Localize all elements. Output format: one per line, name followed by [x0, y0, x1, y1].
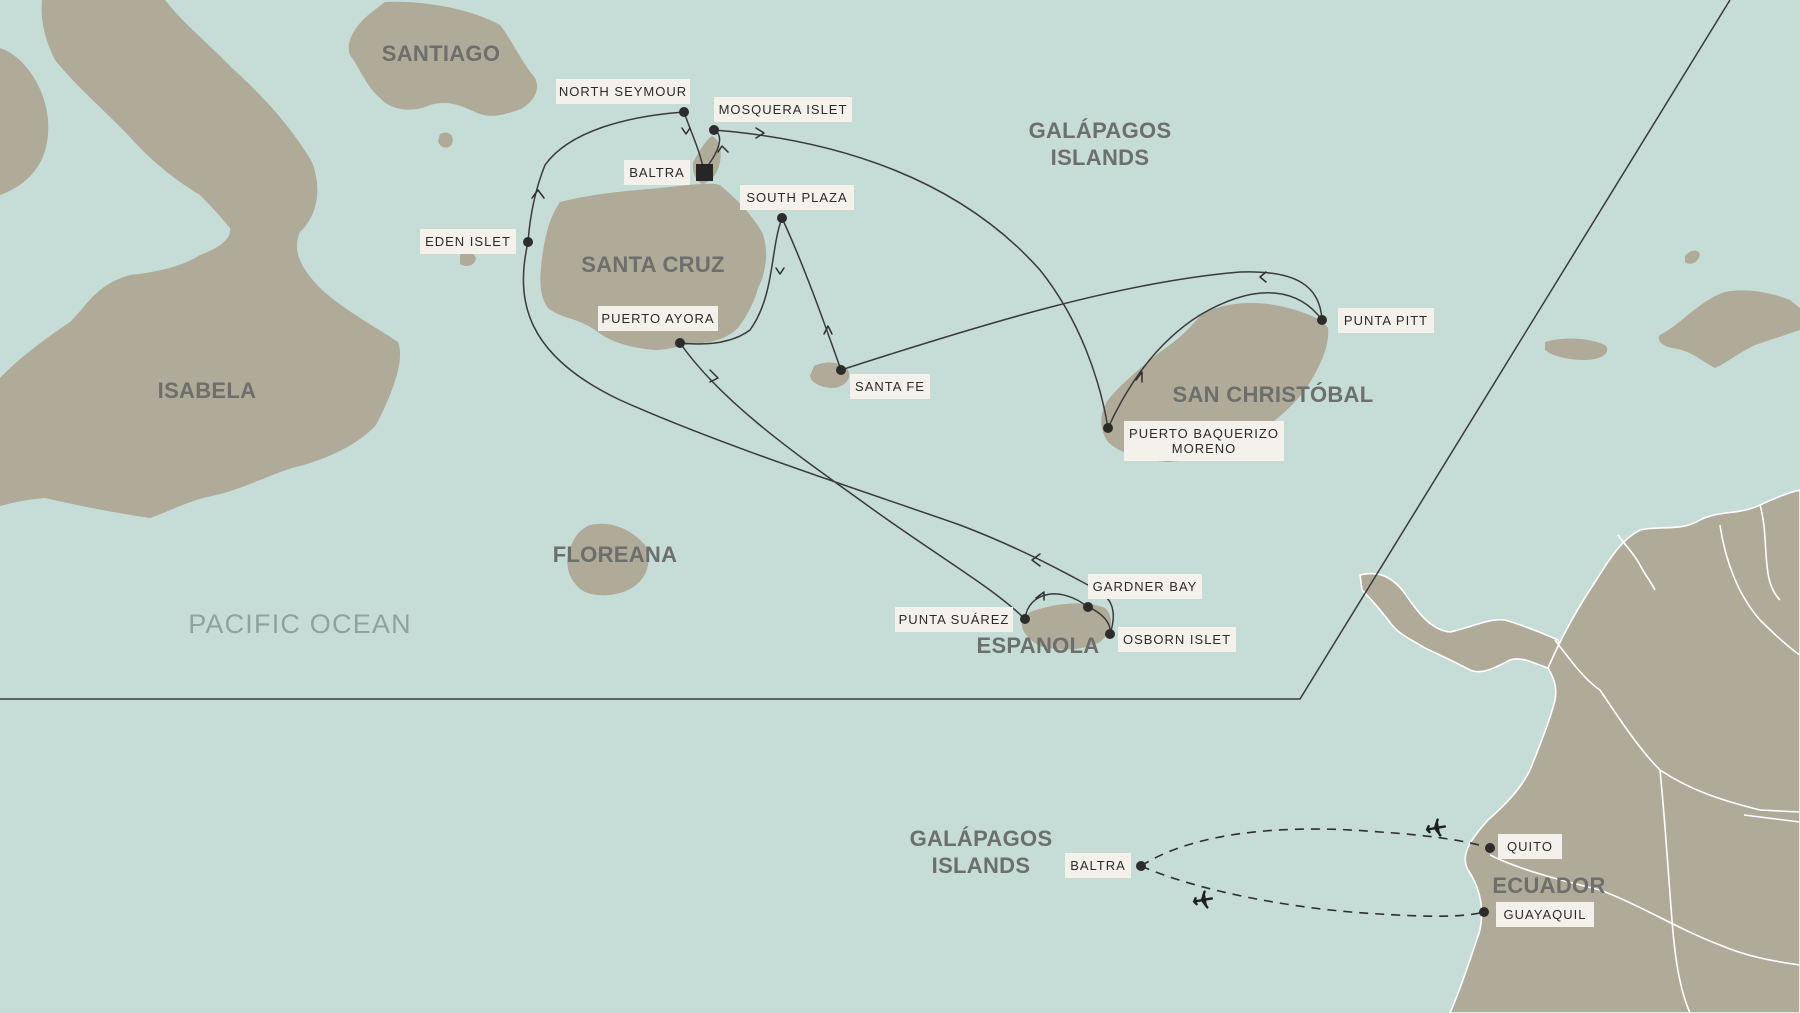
route-arrow	[1031, 553, 1041, 567]
islet-caribbean-2	[1700, 307, 1714, 317]
label-eden-islet: EDEN ISLET	[420, 229, 516, 254]
svg-text:MORENO: MORENO	[1172, 441, 1237, 456]
dot-south-plaza	[777, 213, 787, 223]
dot-baltra-inset	[1136, 861, 1146, 871]
island-isabela	[0, 0, 401, 518]
route-arrow	[755, 127, 765, 139]
name-layer: ISABELA SANTIAGO SANTA CRUZ FLOREANA SAN…	[158, 41, 1606, 898]
dot-santa-fe	[836, 365, 846, 375]
island-name-espanola: ESPANOLA	[976, 633, 1099, 658]
country-name-ecuador: ECUADOR	[1492, 873, 1605, 898]
dot-puerto-baquerizo-moreno	[1103, 423, 1113, 433]
svg-text:BALTRA: BALTRA	[629, 165, 685, 180]
border-line	[1719, 524, 1800, 656]
airplane-icon	[1425, 818, 1447, 837]
islet-small-santiago	[438, 132, 453, 148]
dot-punta-suarez	[1020, 614, 1030, 624]
border-line	[1617, 534, 1656, 591]
square-marker-icon	[696, 164, 713, 181]
border-line	[1759, 809, 1800, 813]
dot-quito	[1485, 843, 1495, 853]
dot-puerto-ayora	[675, 338, 685, 348]
region-name-bottom-line2: ISLANDS	[932, 853, 1031, 878]
land-south-america	[1449, 489, 1800, 1013]
route-arrow	[681, 127, 691, 135]
route-arrow	[1259, 271, 1267, 283]
label-baltra: BALTRA	[624, 160, 690, 185]
island-name-san-cristobal: SAN CHRISTÓBAL	[1173, 382, 1374, 407]
island-hispaniola	[1658, 290, 1800, 368]
route-arrow	[717, 145, 729, 153]
label-baltra-inset: BALTRA	[1065, 853, 1131, 878]
svg-text:QUITO: QUITO	[1507, 839, 1553, 854]
label-quito: QUITO	[1498, 834, 1562, 859]
dot-osborn-islet	[1105, 629, 1115, 639]
dot-eden-islet	[523, 237, 533, 247]
label-guayaquil: GUAYAQUIL	[1496, 902, 1594, 927]
island-fernandina	[0, 48, 49, 195]
island-espanola	[1021, 603, 1112, 650]
ocean-name: PACIFIC OCEAN	[188, 609, 412, 639]
svg-text:PUERTO AYORA: PUERTO AYORA	[601, 311, 714, 326]
svg-text:SOUTH PLAZA: SOUTH PLAZA	[746, 190, 847, 205]
svg-text:PUNTA SUÁREZ: PUNTA SUÁREZ	[899, 612, 1010, 627]
svg-text:OSBORN ISLET: OSBORN ISLET	[1123, 632, 1231, 647]
island-name-santiago: SANTIAGO	[382, 41, 501, 66]
svg-text:GUAYAQUIL: GUAYAQUIL	[1504, 907, 1587, 922]
label-mosquera-islet: MOSQUERA ISLET	[714, 97, 852, 122]
border-line	[1759, 504, 1781, 601]
label-puerto-ayora: PUERTO AYORA	[598, 306, 718, 331]
route-arrow	[775, 267, 785, 275]
island-floreana	[567, 523, 649, 596]
dot-punta-pitt	[1317, 315, 1327, 325]
island-name-santa-cruz: SANTA CRUZ	[581, 252, 725, 277]
label-osborn-islet: OSBORN ISLET	[1118, 627, 1236, 652]
region-name-top-line1: GALÁPAGOS	[1029, 118, 1172, 143]
svg-text:BALTRA: BALTRA	[1070, 858, 1126, 873]
island-name-isabela: ISABELA	[158, 378, 257, 403]
inset-divider	[0, 0, 1731, 700]
land-central-america	[1359, 572, 1562, 673]
island-name-floreana: FLOREANA	[553, 542, 678, 567]
label-punta-suarez: PUNTA SUÁREZ	[895, 607, 1013, 632]
label-south-plaza: SOUTH PLAZA	[740, 185, 854, 210]
route-arrow	[531, 189, 545, 199]
islet-eden	[460, 252, 476, 266]
border-line	[1659, 769, 1691, 1013]
island-jamaica	[1545, 338, 1608, 360]
route-arrow	[1135, 371, 1143, 383]
points-layer	[523, 107, 1495, 917]
region-name-bottom-line1: GALÁPAGOS	[910, 826, 1053, 851]
dot-mosquera-islet	[709, 125, 719, 135]
label-puerto-baquerizo-moreno: PUERTO BAQUERIZO MORENO	[1124, 421, 1284, 461]
islet-caribbean-1	[1685, 250, 1700, 264]
airplane-icon	[1192, 890, 1214, 909]
border-line	[1743, 814, 1800, 823]
svg-text:GARDNER BAY: GARDNER BAY	[1093, 579, 1198, 594]
route-arrow	[823, 325, 833, 335]
label-north-seymour: NORTH SEYMOUR	[556, 79, 690, 104]
svg-text:MOSQUERA ISLET: MOSQUERA ISLET	[719, 102, 848, 117]
border-line	[1554, 639, 1601, 691]
svg-text:SANTA FE: SANTA FE	[855, 379, 925, 394]
label-santa-fe: SANTA FE	[850, 374, 930, 399]
label-gardner-bay: GARDNER BAY	[1088, 574, 1202, 599]
flight-layer	[1140, 818, 1491, 917]
dot-guayaquil	[1479, 907, 1489, 917]
border-line	[1489, 854, 1800, 966]
svg-text:EDEN ISLET: EDEN ISLET	[425, 234, 511, 249]
dot-north-seymour	[679, 107, 689, 117]
route-arrow	[709, 369, 719, 383]
dot-gardner-bay	[1083, 602, 1093, 612]
svg-text:PUERTO BAQUERIZO: PUERTO BAQUERIZO	[1129, 426, 1279, 441]
label-punta-pitt: PUNTA PITT	[1338, 308, 1434, 333]
label-layer: NORTH SEYMOUR MOSQUERA ISLET BALTRA SOUT…	[420, 79, 1594, 927]
island-santiago	[348, 1, 538, 116]
region-name-top-line2: ISLANDS	[1051, 145, 1150, 170]
svg-text:NORTH SEYMOUR: NORTH SEYMOUR	[559, 84, 687, 99]
svg-text:PUNTA PITT: PUNTA PITT	[1344, 313, 1428, 328]
route-arrow	[1035, 591, 1045, 601]
